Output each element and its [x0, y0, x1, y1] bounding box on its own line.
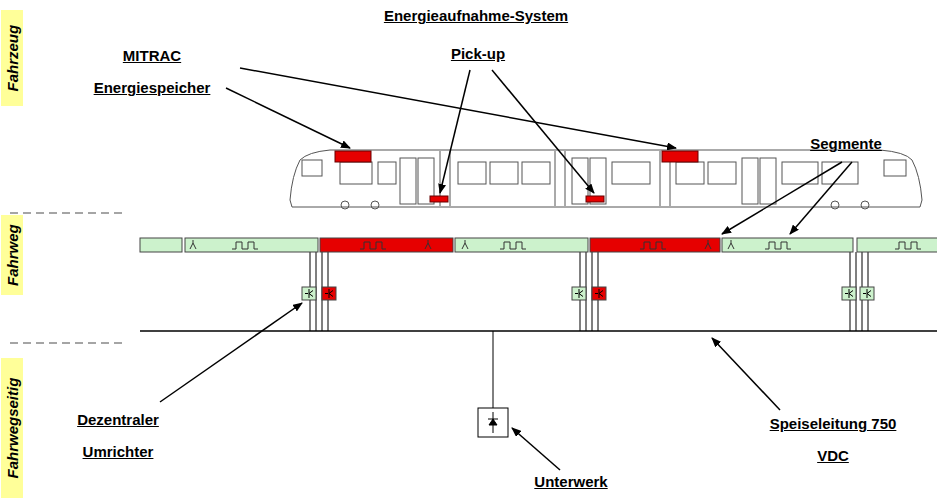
track-segments: [140, 238, 937, 252]
callout-label: Segmente: [791, 128, 901, 160]
energy-storage: [335, 151, 371, 162]
feeder-wires: [310, 252, 868, 408]
pick-up: [430, 196, 448, 202]
tram-vehicle: [290, 150, 922, 209]
leader-lines: [160, 68, 852, 470]
callout-label: Unterwerk: [516, 466, 626, 498]
pick-up: [586, 196, 604, 202]
segment-symbols: [190, 240, 921, 249]
zone-label: Fahrweg: [4, 224, 21, 286]
callout-label: MITRAC Energiespeicher: [72, 40, 232, 104]
callout-label: Pick-up: [428, 38, 528, 70]
callout-label: Speiseleitung 750 VDC: [768, 408, 898, 472]
callout-label: Dezentraler Umrichter: [58, 404, 178, 468]
zone-band: Fahrweg: [1, 215, 23, 295]
callout-label: Energieaufnahme-System: [356, 0, 596, 32]
energy-storage: [662, 151, 698, 162]
zone-separator: [10, 342, 122, 344]
diode-symbol: [488, 412, 498, 433]
zone-band: Fahrwegseitig: [1, 358, 23, 498]
zone-label: Fahrzeug: [4, 25, 21, 92]
converter-symbols: [305, 289, 871, 298]
feeder-line: [140, 330, 937, 332]
zone-band: Fahrzeug: [1, 10, 23, 106]
converters: [302, 287, 874, 300]
substation-box: [478, 408, 508, 437]
zone-separator: [10, 212, 122, 214]
zone-label: Fahrwegseitig: [4, 378, 21, 479]
